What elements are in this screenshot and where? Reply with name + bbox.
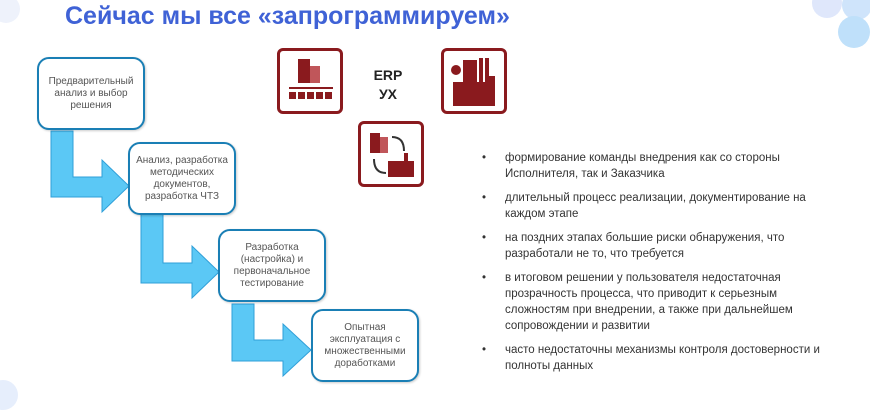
factory-icon [441, 48, 507, 114]
erp-label-line-2: УХ [378, 86, 398, 102]
step-box-3: Разработка (настройка) и первоначальное … [218, 229, 326, 302]
decor-circle [0, 0, 20, 23]
bullet-list: формирование команды внедрения как со ст… [480, 150, 820, 382]
arrow-2 [140, 213, 220, 300]
bullet-item: в итоговом решении у пользователя недост… [480, 270, 820, 334]
flow-arrows [50, 130, 312, 378]
exchange-icon [358, 121, 424, 187]
arrow-1 [50, 130, 130, 214]
bullet-item: часто недостаточны механизмы контроля до… [480, 342, 820, 374]
arrow-3 [231, 303, 312, 378]
decor-circle [838, 16, 870, 48]
corporate-structure-icon [277, 48, 343, 114]
decor-circle [812, 0, 842, 18]
decor-circle [842, 0, 870, 20]
erp-label-line-1: ERP [373, 67, 403, 83]
step-box-4: Опытная эксплуатация с множественными до… [311, 309, 419, 382]
page-title: Сейчас мы все «запрограммируем» [65, 2, 510, 30]
erp-label: ERP УХ [368, 66, 408, 104]
step-box-2: Анализ, разработка методических документ… [128, 142, 236, 215]
bullet-item: длительный процесс реализации, документи… [480, 190, 820, 222]
bullet-item: формирование команды внедрения как со ст… [480, 150, 820, 182]
bullet-item: на поздних этапах большие риски обнаруже… [480, 230, 820, 262]
step-box-1: Предварительный анализ и выбор решения [37, 57, 145, 130]
